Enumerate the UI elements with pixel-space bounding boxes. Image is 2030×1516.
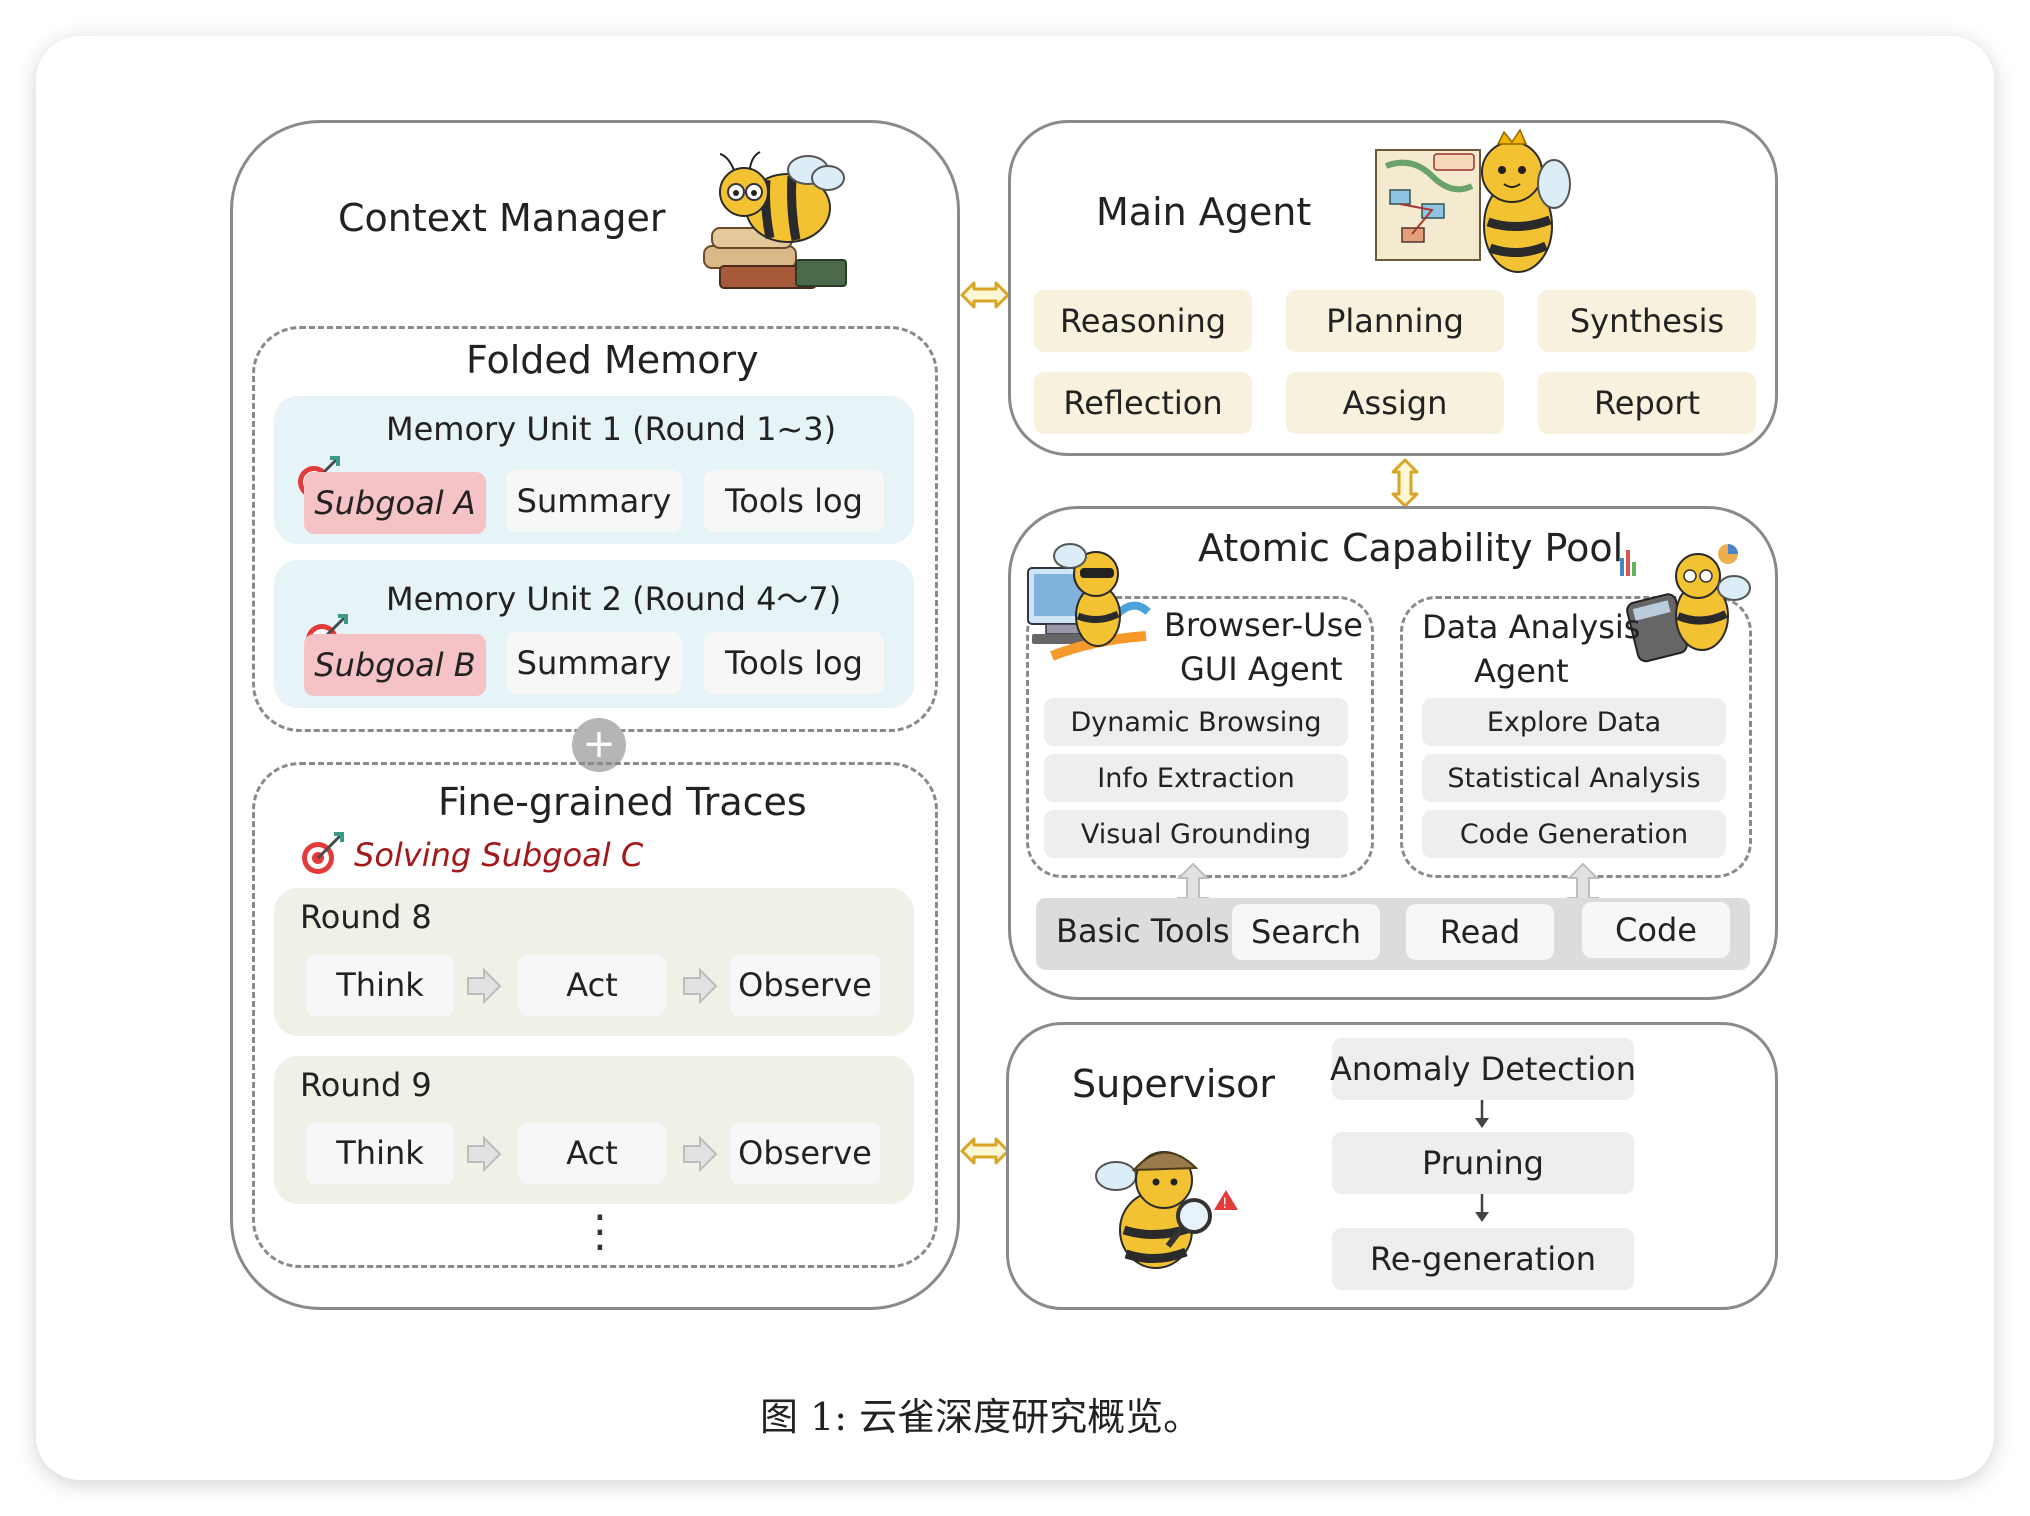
browser-agent-title-2: GUI Agent — [1180, 650, 1343, 688]
read-tool-chip: Read — [1406, 904, 1554, 960]
think-chip-8: Think — [306, 954, 454, 1016]
planning-chip: Planning — [1286, 290, 1504, 352]
dynamic-browsing-chip: Dynamic Browsing — [1044, 698, 1348, 746]
round-8-title: Round 8 — [300, 898, 432, 936]
down-arrow-icon — [1475, 1100, 1489, 1128]
tools-log-chip-2: Tools log — [704, 632, 884, 694]
gray-arrow-icon — [467, 1135, 502, 1173]
data-agent-title-1: Data Analysis — [1422, 608, 1641, 646]
observe-chip-8: Observe — [730, 954, 880, 1016]
info-extraction-chip: Info Extraction — [1044, 754, 1348, 802]
ellipsis: ⋮ — [578, 1206, 622, 1257]
round-9-title: Round 9 — [300, 1066, 432, 1104]
reasoning-chip: Reasoning — [1034, 290, 1252, 352]
reflection-chip: Reflection — [1034, 372, 1252, 434]
search-tool-chip: Search — [1232, 904, 1380, 960]
fine-grained-traces-title: Fine-grained Traces — [438, 780, 807, 824]
bee-data-icon — [1620, 544, 1751, 663]
gold-double-arrow-icon — [960, 1137, 1010, 1165]
statistical-analysis-chip: Statistical Analysis — [1422, 754, 1726, 802]
capability-pool-title: Atomic Capability Pool — [1198, 526, 1624, 570]
assign-chip: Assign — [1286, 372, 1504, 434]
target-icon — [302, 832, 344, 874]
gray-arrow-icon — [683, 967, 718, 1005]
folded-memory-title: Folded Memory — [466, 338, 759, 382]
act-chip-8: Act — [518, 954, 666, 1016]
think-chip-9: Think — [306, 1122, 454, 1184]
act-chip-9: Act — [518, 1122, 666, 1184]
summary-chip-2: Summary — [506, 632, 682, 694]
gold-double-arrow-icon — [960, 281, 1010, 309]
memory-unit-2-title: Memory Unit 2 (Round 4～7) — [386, 580, 842, 618]
fine-grained-traces-box — [252, 762, 938, 1268]
browser-agent-title-1: Browser-Use — [1164, 606, 1363, 644]
figure-caption: 图 1: 云雀深度研究概览。 — [760, 1395, 1202, 1439]
subgoal-b-chip: Subgoal B — [304, 634, 486, 696]
data-agent-title-2: Agent — [1474, 652, 1569, 690]
subgoal-a-chip: Subgoal A — [304, 472, 486, 534]
code-tool-chip: Code — [1582, 902, 1730, 958]
bee-plan-icon — [1375, 128, 1571, 273]
bee-browser-icon — [1027, 543, 1151, 661]
pruning-chip: Pruning — [1332, 1132, 1634, 1194]
visual-grounding-chip: Visual Grounding — [1044, 810, 1348, 858]
down-arrow-icon — [1475, 1194, 1489, 1222]
context-manager-title: Context Manager — [338, 196, 666, 240]
basic-tools-label: Basic Tools — [1056, 912, 1230, 950]
solving-subgoal-text: Solving Subgoal C — [354, 836, 644, 874]
re-generation-chip: Re-generation — [1332, 1228, 1634, 1290]
anomaly-detection-chip: Anomaly Detection — [1330, 1038, 1636, 1100]
explore-data-chip: Explore Data — [1422, 698, 1726, 746]
summary-chip-1: Summary — [506, 470, 682, 532]
gray-arrow-icon — [467, 967, 502, 1005]
report-chip: Report — [1538, 372, 1756, 434]
bee-detective-icon: ! — [1095, 1151, 1238, 1269]
memory-unit-1-title: Memory Unit 1 (Round 1~3) — [386, 410, 837, 448]
gold-double-arrow-icon — [1391, 458, 1419, 508]
synthesis-chip: Synthesis — [1538, 290, 1756, 352]
supervisor-title: Supervisor — [1072, 1062, 1276, 1106]
svg-text:!: ! — [1222, 1196, 1228, 1212]
gray-arrow-icon — [683, 1135, 718, 1173]
observe-chip-9: Observe — [730, 1122, 880, 1184]
code-generation-chip: Code Generation — [1422, 810, 1726, 858]
tools-log-chip-1: Tools log — [704, 470, 884, 532]
main-agent-title: Main Agent — [1096, 190, 1312, 234]
bee-memory-icon — [703, 151, 847, 289]
